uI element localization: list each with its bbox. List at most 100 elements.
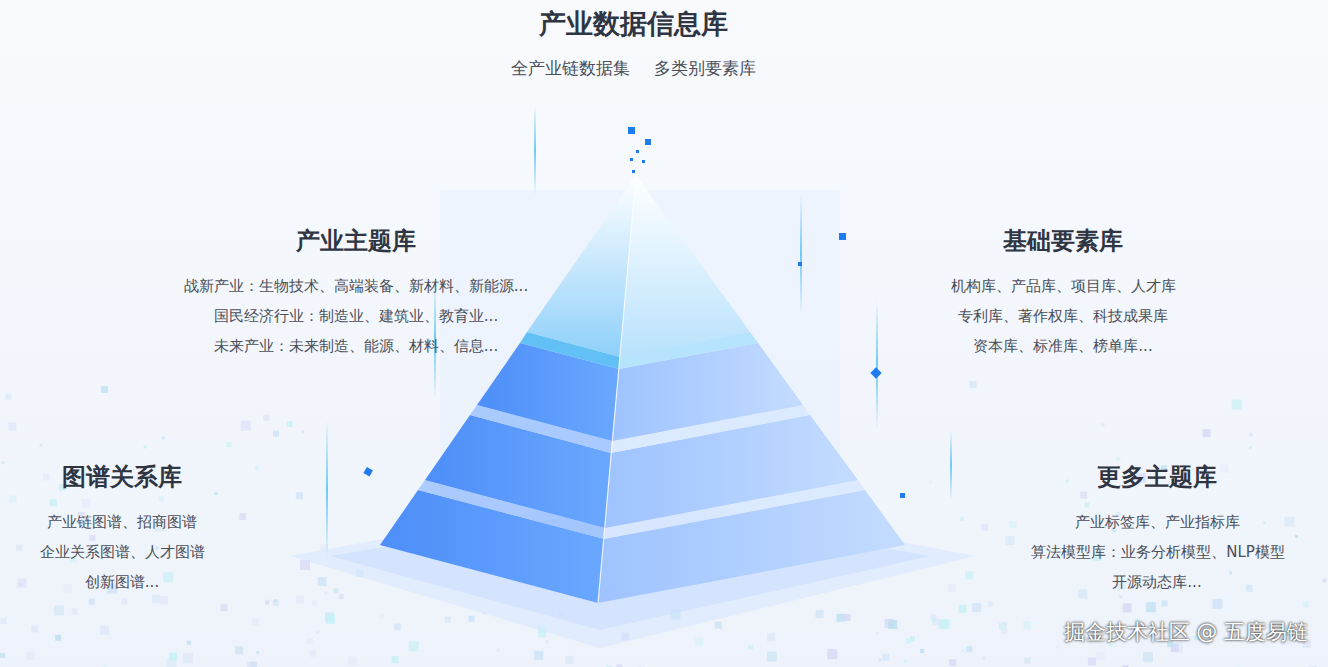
group-item: 创新图谱...: [85, 573, 159, 592]
decor-square: [988, 601, 993, 606]
decor-square: [89, 535, 95, 541]
decor-square: [63, 584, 72, 593]
group-item: 企业关系图谱、人才图谱: [40, 543, 205, 562]
decor-square: [497, 648, 500, 651]
decor-square: [1246, 585, 1253, 592]
decor-square: [8, 423, 16, 431]
decor-square: [932, 620, 935, 623]
decor-square: [1078, 589, 1087, 598]
group-item: 产业标签库、产业指标库: [1075, 513, 1240, 532]
decor-square: [214, 492, 217, 495]
group-item-wrap: 专利库、著作权库、科技成果库: [958, 307, 1168, 326]
decor-square: [1303, 601, 1309, 607]
group-item: 专利库、著作权库、科技成果库: [958, 307, 1168, 326]
decor-square: [565, 656, 573, 664]
group-heading: 产业主题库: [296, 225, 416, 257]
decor-square: [0, 653, 5, 658]
decor-square: [72, 608, 78, 614]
decor-square: [187, 641, 191, 645]
particle: [642, 160, 645, 163]
decor-square: [159, 496, 164, 501]
decor-square: [827, 649, 837, 659]
decor-square: [339, 594, 344, 599]
decor-square: [910, 636, 915, 641]
decor-square: [1001, 628, 1007, 634]
group-item: 战新产业：生物技术、高端装备、新材料、新能源...: [184, 277, 528, 296]
decor-square: [333, 588, 338, 593]
decor-square: [1066, 480, 1069, 483]
decor-square: [546, 640, 549, 643]
group-item-wrap: 产业链图谱、招商图谱: [47, 513, 197, 532]
decor-square: [1220, 465, 1228, 473]
decor-square: [27, 652, 35, 660]
decor-square: [0, 618, 6, 624]
decor-square: [836, 614, 844, 622]
decor-square: [324, 592, 327, 595]
decor-square: [221, 604, 228, 611]
decor-square: [316, 631, 319, 634]
group-item-wrap: 战新产业：生物技术、高端装备、新材料、新能源...: [184, 277, 528, 296]
decor-square: [348, 657, 357, 666]
decor-square: [312, 600, 317, 605]
light-beam: [326, 420, 328, 560]
group-heading-wrap: 产业主题库: [296, 225, 416, 257]
decor-square: [241, 421, 251, 431]
decor-square: [379, 614, 384, 619]
decor-square: [226, 442, 231, 447]
particle: [636, 150, 639, 153]
decor-square: [121, 598, 127, 604]
decor-square: [1123, 603, 1132, 612]
decor-square: [16, 545, 22, 551]
subtitle: 多类别要素库: [654, 57, 756, 80]
light-beam: [800, 195, 802, 315]
decor-square: [1024, 658, 1030, 664]
pyramid-top: [527, 175, 636, 357]
decor-square: [962, 649, 965, 652]
decor-square: [162, 436, 165, 439]
decor-square: [816, 610, 824, 618]
decor-square: [310, 651, 316, 657]
decor-square: [972, 603, 981, 612]
decor-square: [301, 430, 304, 433]
decor-square: [235, 646, 243, 654]
decor-square: [273, 431, 279, 437]
decor-square: [1055, 645, 1058, 648]
decor-square: [1080, 492, 1087, 499]
decor-square: [255, 466, 259, 470]
decor-square: [163, 572, 173, 582]
decor-square: [1088, 657, 1096, 665]
particle: [632, 170, 635, 173]
decor-square: [616, 664, 622, 667]
pyramid: [380, 175, 905, 603]
decor-square: [31, 625, 38, 632]
group-item-wrap: 创新图谱...: [85, 573, 159, 592]
group-heading-wrap: 更多主题库: [1097, 461, 1217, 493]
decor-square: [239, 513, 246, 520]
subtitle-wrap: 多类别要素库: [654, 57, 756, 80]
decor-square: [1010, 521, 1017, 528]
decor-square: [54, 605, 64, 615]
decor-square: [55, 635, 61, 641]
group-item-wrap: 算法模型库：业务分析模型、NLP模型: [1031, 543, 1285, 562]
group-item: 机构库、产品库、项目库、人才库: [951, 277, 1176, 296]
decor-square: [981, 524, 988, 531]
decor-square: [1122, 665, 1128, 667]
decor-square: [307, 638, 313, 644]
decor-square: [409, 641, 419, 651]
decor-square: [1212, 599, 1222, 609]
decor-square: [1143, 652, 1153, 662]
particle: [900, 493, 905, 498]
watermark: 掘金技术社区 @ 五度易链: [1064, 618, 1308, 646]
decor-square: [949, 659, 956, 666]
decor-square: [767, 652, 777, 662]
decor-square: [959, 605, 967, 613]
decor-square: [287, 421, 293, 427]
title: 产业数据信息库: [539, 6, 728, 42]
decor-square: [638, 666, 641, 667]
group-item-wrap: 国民经济行业：制造业、建筑业、教育业...: [214, 307, 498, 326]
decor-square: [103, 666, 107, 667]
decor-square: [160, 596, 168, 604]
group-item: 未来产业：未来制造、能源、材料、信息...: [214, 337, 498, 356]
decor-square: [318, 577, 327, 586]
